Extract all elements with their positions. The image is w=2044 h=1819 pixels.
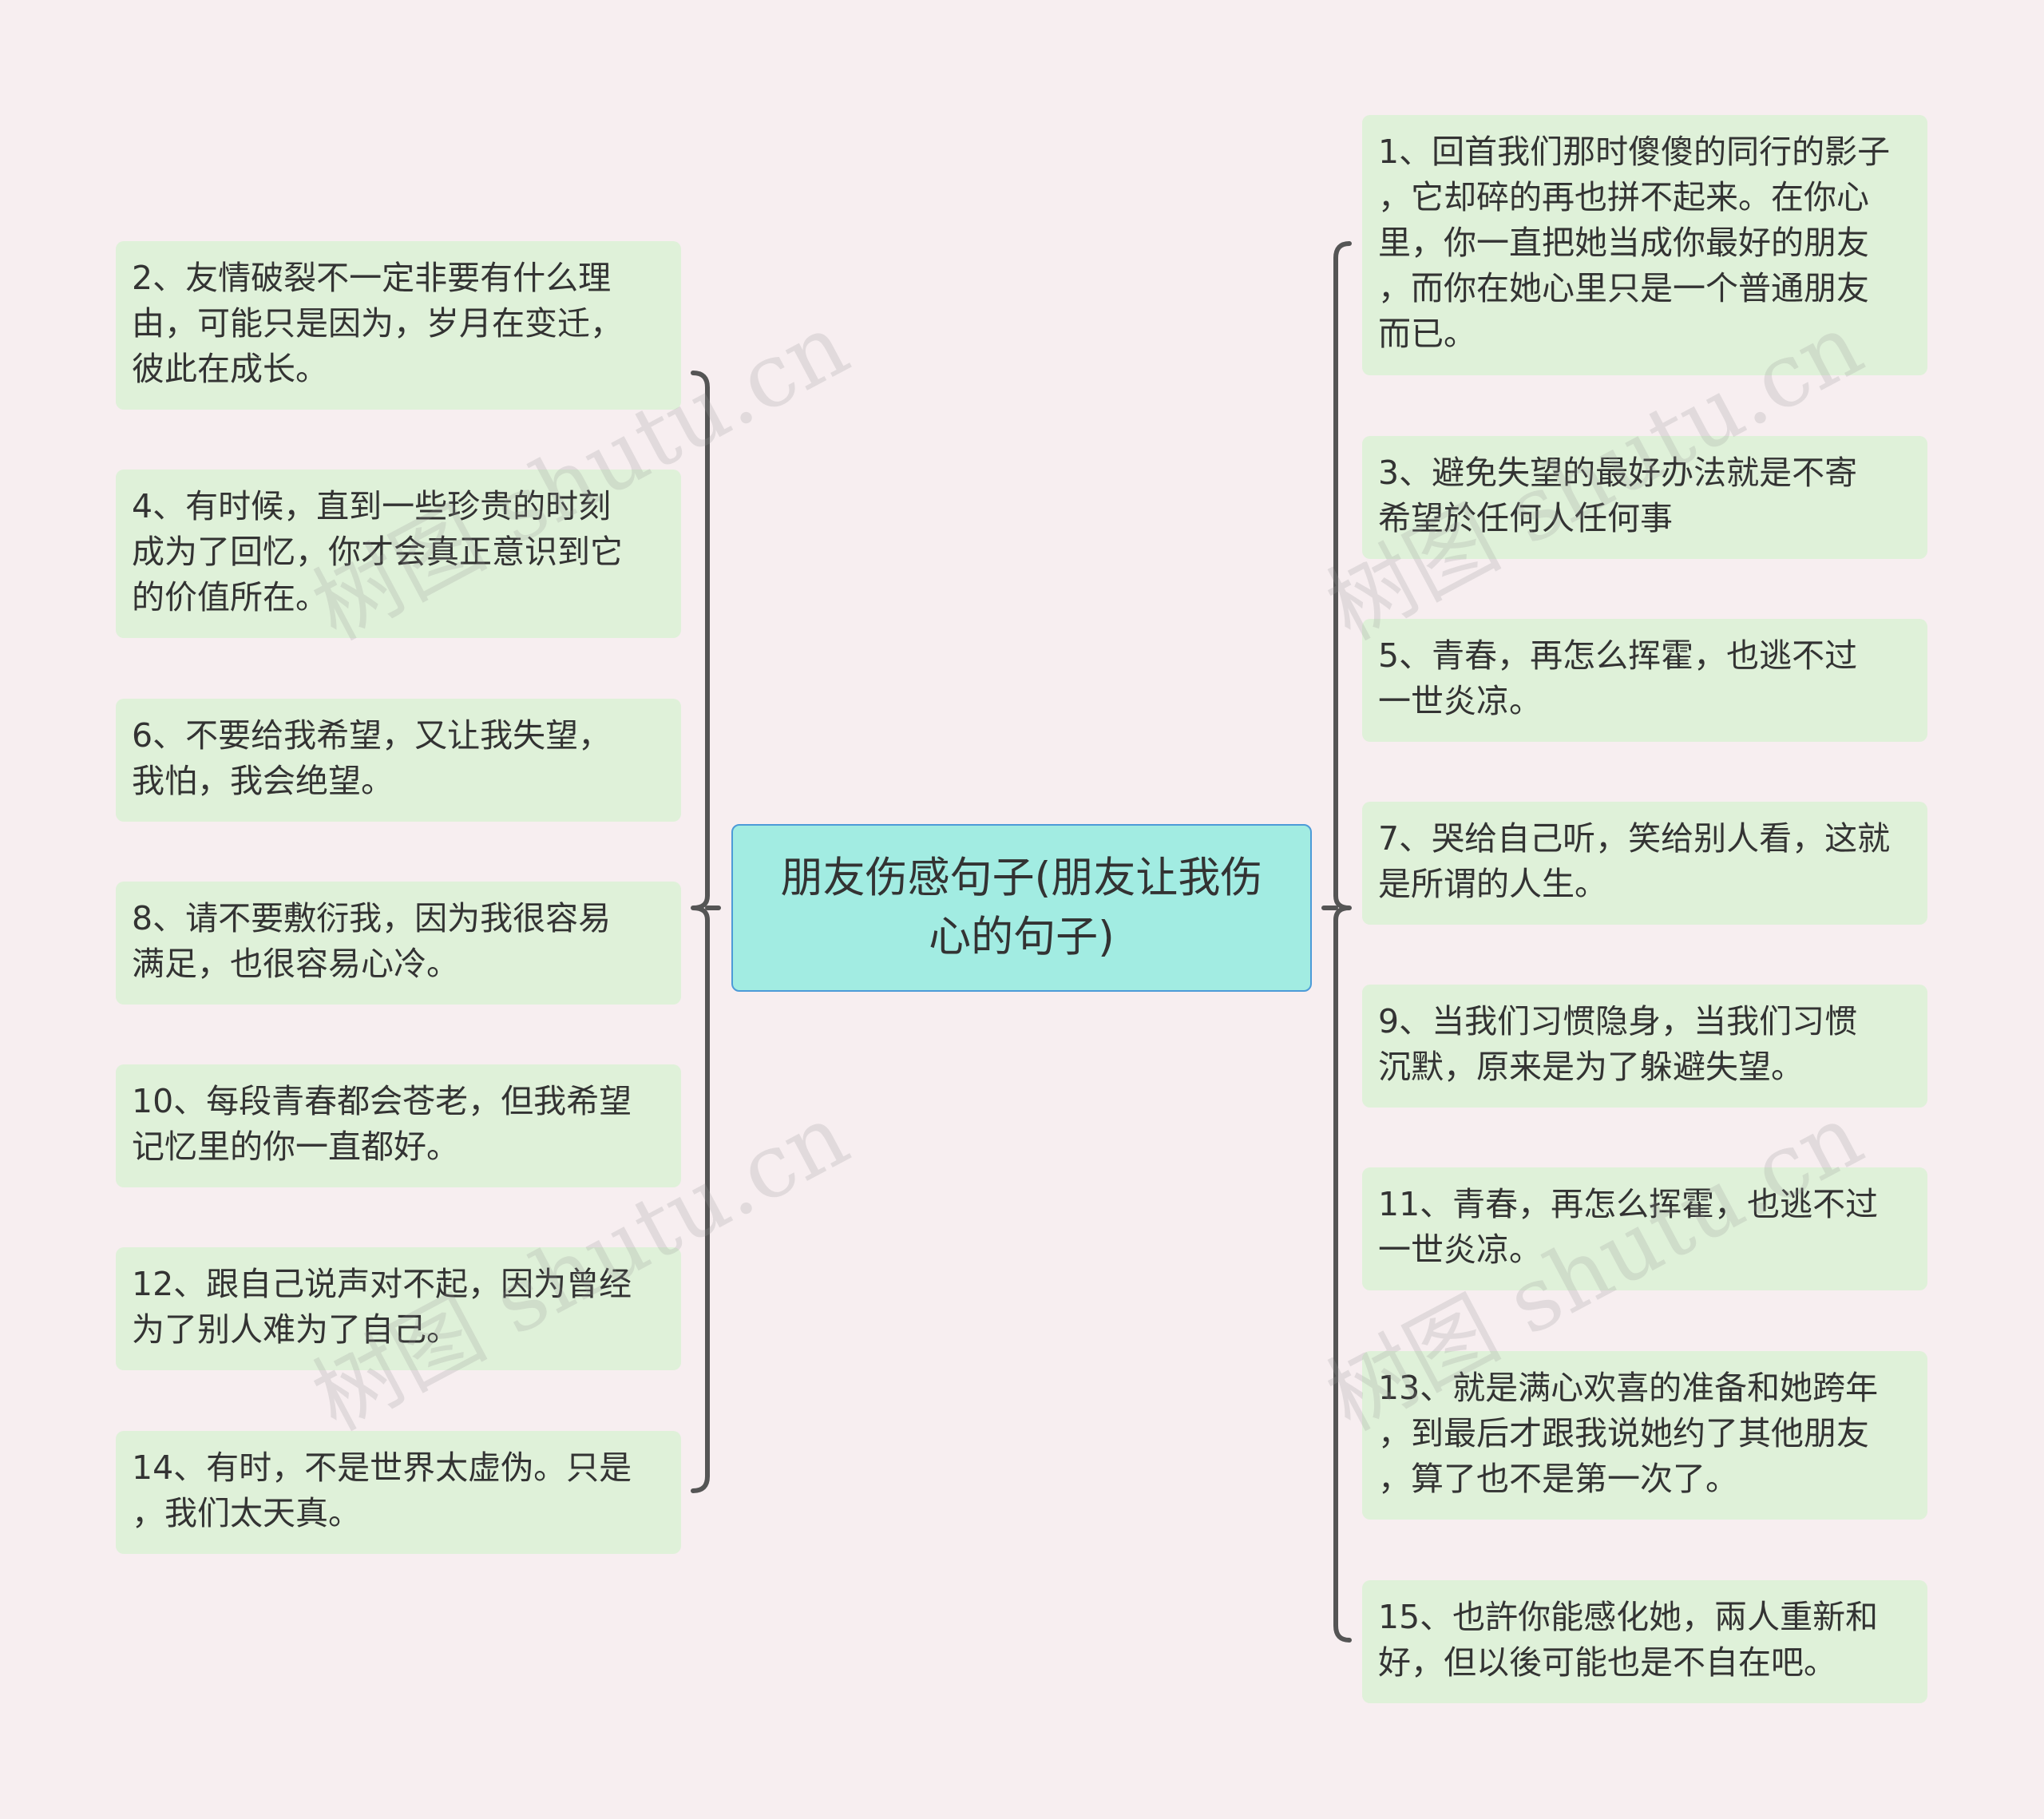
- node-text-line: 的价值所在。: [132, 578, 328, 616]
- left-node-2[interactable]: 2、友情破裂不一定非要有什么理 由，可能只是因为，岁月在变迁， 彼此在成长。: [116, 241, 681, 410]
- right-node-3[interactable]: 3、避免失望的最好办法就是不寄 希望於任何人任何事: [1362, 436, 1927, 559]
- central-topic-line-2: 心的句子): [929, 913, 1115, 961]
- node-text-line: 3、避免失望的最好办法就是不寄: [1378, 454, 1858, 492]
- right-node-7[interactable]: 7、哭给自己听，笑给别人看，这就 是所谓的人生。: [1362, 802, 1927, 925]
- node-text-line: 10、每段青春都会苍老，但我希望: [132, 1082, 632, 1120]
- right-node-11[interactable]: 11、青春，再怎么挥霍，也逃不过 一世炎凉。: [1362, 1167, 1927, 1290]
- node-text-line: 成为了回忆，你才会真正意识到它: [132, 533, 623, 571]
- left-node-8[interactable]: 8、请不要敷衍我，因为我很容易 满足，也很容易心冷。: [116, 882, 681, 1005]
- node-text-line: 14、有时，不是世界太虚伪。只是: [132, 1448, 632, 1487]
- node-text-line: 5、青春，再怎么挥霍，也逃不过: [1378, 636, 1858, 675]
- node-text-line: 一世炎凉。: [1378, 1230, 1542, 1269]
- left-node-6[interactable]: 6、不要给我希望，又让我失望， 我怕，我会绝望。: [116, 699, 681, 822]
- node-text-line: 记忆里的你一直都好。: [132, 1127, 459, 1166]
- node-text-line: ，到最后才跟我说她约了其他朋友: [1378, 1414, 1869, 1452]
- node-text-line: 里，你一直把她当成你最好的朋友: [1378, 224, 1869, 262]
- node-text-line: 9、当我们习惯隐身，当我们习惯: [1378, 1002, 1858, 1040]
- left-bracket: [691, 371, 721, 1493]
- node-text-line: 为了别人难为了自己。: [132, 1310, 459, 1349]
- node-text-line: 7、哭给自己听，笑给别人看，这就: [1378, 819, 1891, 858]
- right-node-13[interactable]: 13、就是满心欢喜的准备和她跨年 ，到最后才跟我说她约了其他朋友 ，算了也不是第…: [1362, 1351, 1927, 1520]
- node-text-line: 满足，也很容易心冷。: [132, 945, 459, 983]
- node-text-line: 沉默，原来是为了躲避失望。: [1378, 1048, 1804, 1086]
- left-node-14[interactable]: 14、有时，不是世界太虚伪。只是 ，我们太天真。: [116, 1431, 681, 1554]
- node-text-line: 希望於任何人任何事: [1378, 499, 1673, 537]
- node-text-line: 2、友情破裂不一定非要有什么理: [132, 259, 612, 297]
- node-text-line: 8、请不要敷衍我，因为我很容易: [132, 899, 612, 937]
- node-text-line: 好，但以後可能也是不自在吧。: [1378, 1643, 1836, 1682]
- node-text-line: 彼此在成长。: [132, 350, 328, 388]
- node-text-line: 13、就是满心欢喜的准备和她跨年: [1378, 1369, 1879, 1407]
- node-text-line: ，它却碎的再也拼不起来。在你心: [1378, 178, 1869, 216]
- node-text-line: 15、也許你能感化她，兩人重新和: [1378, 1598, 1879, 1636]
- node-text-line: 由，可能只是因为，岁月在变迁，: [132, 304, 623, 343]
- central-topic-line-1: 朋友伤感句子(朋友让我伤: [780, 854, 1263, 902]
- node-text-line: 一世炎凉。: [1378, 682, 1542, 720]
- node-text-line: 12、跟自己说声对不起，因为曾经: [132, 1265, 632, 1303]
- node-text-line: 11、青春，再怎么挥霍，也逃不过: [1378, 1185, 1879, 1223]
- node-text-line: 4、有时候，直到一些珍贵的时刻: [132, 487, 612, 525]
- node-text-line: 我怕，我会绝望。: [132, 762, 394, 800]
- right-node-5[interactable]: 5、青春，再怎么挥霍，也逃不过 一世炎凉。: [1362, 619, 1927, 742]
- node-text-line: 是所谓的人生。: [1378, 865, 1607, 903]
- central-topic[interactable]: 朋友伤感句子(朋友让我伤 心的句子): [731, 824, 1312, 992]
- left-node-4[interactable]: 4、有时候，直到一些珍贵的时刻 成为了回忆，你才会真正意识到它 的价值所在。: [116, 470, 681, 638]
- right-node-9[interactable]: 9、当我们习惯隐身，当我们习惯 沉默，原来是为了躲避失望。: [1362, 985, 1927, 1108]
- left-node-12[interactable]: 12、跟自己说声对不起，因为曾经 为了别人难为了自己。: [116, 1247, 681, 1370]
- node-text-line: 而已。: [1378, 315, 1476, 353]
- node-text-line: ，而你在她心里只是一个普通朋友: [1378, 269, 1869, 307]
- right-bracket: [1321, 241, 1352, 1643]
- node-text-line: 1、回首我们那时傻傻的同行的影子: [1378, 133, 1891, 171]
- right-node-15[interactable]: 15、也許你能感化她，兩人重新和 好，但以後可能也是不自在吧。: [1362, 1580, 1927, 1703]
- node-text-line: ，算了也不是第一次了。: [1378, 1460, 1738, 1498]
- right-node-1[interactable]: 1、回首我们那时傻傻的同行的影子 ，它却碎的再也拼不起来。在你心 里，你一直把她…: [1362, 115, 1927, 375]
- node-text-line: 6、不要给我希望，又让我失望，: [132, 716, 612, 755]
- left-node-10[interactable]: 10、每段青春都会苍老，但我希望 记忆里的你一直都好。: [116, 1064, 681, 1187]
- node-text-line: ，我们太天真。: [132, 1494, 361, 1532]
